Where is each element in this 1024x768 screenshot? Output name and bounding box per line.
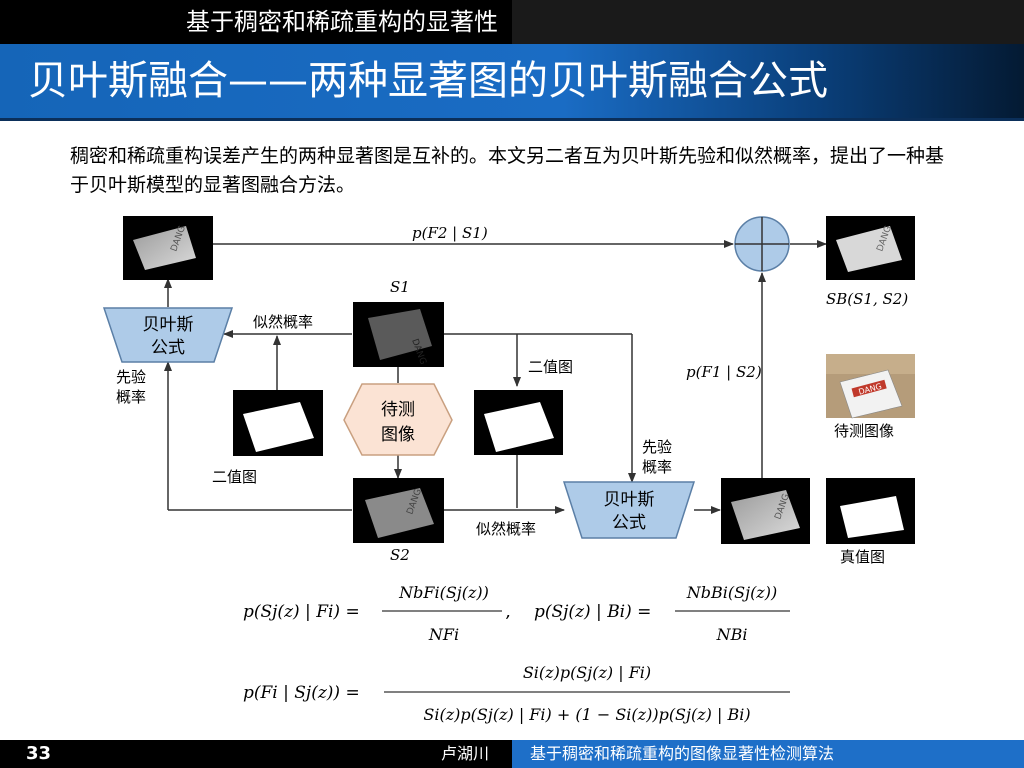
label-s2: S2 [390,546,410,564]
bayes-formula-node-bottom: 贝叶斯 公式 [562,481,696,539]
formula-2-numerator: NbBi(Sj(z)) [686,583,777,602]
label-s1: S1 [390,278,410,296]
formula-1-numerator: NbFi(Sj(z)) [398,583,489,602]
footer-title: 基于稠密和稀疏重构的图像显著性检测算法 [512,740,1024,768]
svg-text:贝叶斯: 贝叶斯 [604,490,655,510]
formula-2-denominator: NBi [716,625,748,644]
svg-text:贝叶斯: 贝叶斯 [143,315,194,335]
formula-2-lhs: p(Sj(z) | Bi) = [534,602,651,622]
label-ground-truth: 真值图 [840,548,885,566]
intro-paragraph: 稠密和稀疏重构误差产生的两种显著图是互补的。本文另二者互为贝叶斯先验和似然概率，… [70,145,945,196]
saliency-map-bottom-right: DANG [721,478,810,544]
formula-3-numerator: Si(z)p(Sj(z) | Fi) [523,663,651,682]
binary-map-left [233,390,323,456]
formula-3-denominator: Si(z)p(Sj(z) | Fi) + (1 − Si(z))p(Sj(z) … [423,705,750,724]
fused-saliency-map: DANG [826,216,915,280]
label-p-f2-s1: p(F2 | S1) [412,224,488,242]
footer-bar-left [0,740,512,768]
title-band: 贝叶斯融合——两种显著图的贝叶斯融合公式 [0,44,1024,121]
label-prior-right-2: 概率 [642,458,672,476]
ground-truth-map [826,478,915,544]
svg-text:,: , [506,602,511,622]
formula-1-lhs: p(Sj(z) | Fi) = [243,602,360,622]
label-likelihood-top: 似然概率 [253,313,313,331]
label-p-f1-s2: p(F1 | S2) [686,363,762,381]
test-image-photo: DANG [826,354,915,419]
label-test-image: 待测图像 [834,422,894,440]
svg-text:公式: 公式 [612,513,646,533]
formula-3-lhs: p(Fi | Sj(z)) = [243,683,360,703]
bayes-formula-node-top: 贝叶斯 公式 [102,307,234,363]
label-prior-left-1: 先验 [116,368,146,386]
formula-block: p(Sj(z) | Fi) = NbFi(Sj(z)) NFi , p(Sj(z… [243,583,790,724]
label-sb: SB(S1, S2) [826,290,908,308]
label-prior-left-2: 概率 [116,388,146,406]
label-binary-left: 二值图 [212,468,257,486]
label-prior-right-1: 先验 [642,438,672,456]
saliency-map-s2: DANG [353,478,444,543]
svg-text:公式: 公式 [151,338,185,358]
binary-map-right [474,390,563,455]
section-tab: 基于稠密和稀疏重构的显著性 [0,0,512,44]
svg-text:图像: 图像 [381,425,415,445]
footer-author: 卢湖川 [440,744,489,763]
fusion-sum-node [734,216,790,272]
test-image-node: 待测 图像 [343,383,453,456]
slide-title: 贝叶斯融合——两种显著图的贝叶斯融合公式 [28,58,828,104]
label-binary-right: 二值图 [528,358,573,376]
svg-text:待测: 待测 [381,400,415,420]
saliency-map-top-left: DANG [123,216,213,280]
formula-1-denominator: NFi [428,625,459,644]
page-number: 33 [26,743,52,764]
label-likelihood-bottom: 似然概率 [476,520,536,538]
header-bar [512,0,1024,44]
saliency-map-s1: DANG [353,302,444,367]
